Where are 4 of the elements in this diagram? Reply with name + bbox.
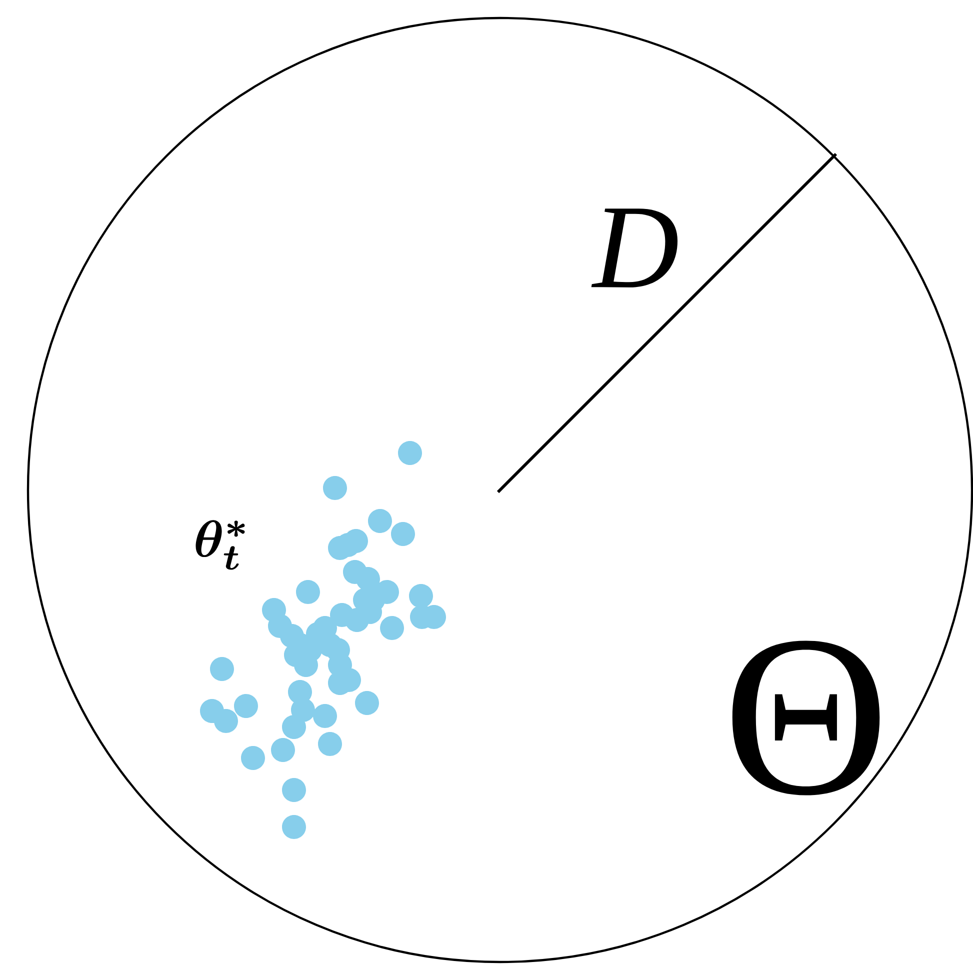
point-label: $\boldsymbol{\theta^{*}_{t}}$ <box>196 520 245 570</box>
set-label: Θ <box>732 640 880 796</box>
radius-label: D <box>591 208 678 288</box>
boundary-circle <box>26 16 973 964</box>
